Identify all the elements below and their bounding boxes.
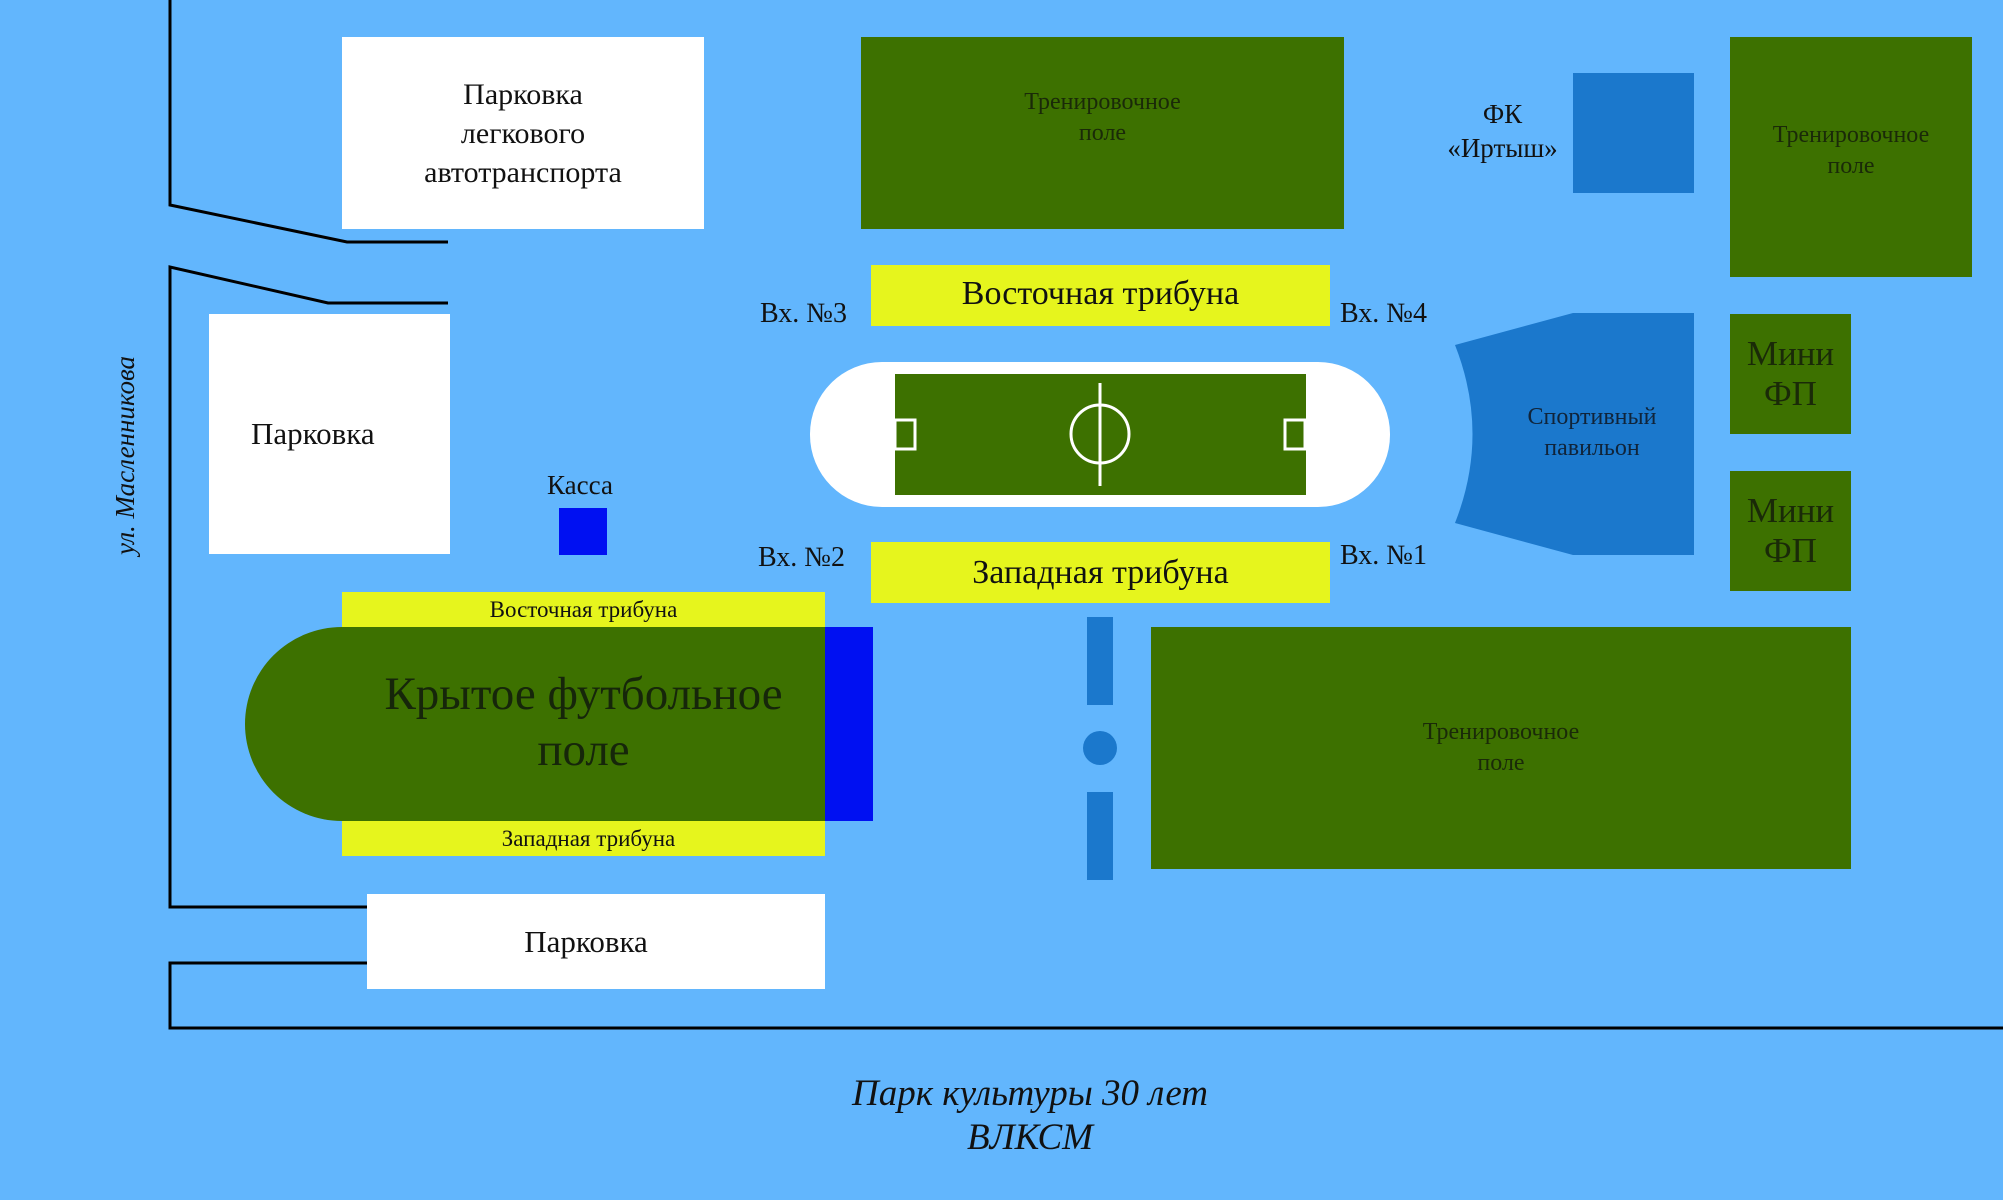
indoor-east-stand: Восточная трибуна bbox=[342, 592, 825, 627]
east-stand-main: Восточная трибуна bbox=[871, 265, 1330, 326]
training-field-right: Тренировочное поле bbox=[1730, 37, 1972, 277]
sport-pavilion-shape bbox=[1455, 313, 1694, 555]
indoor-west-stand: Западная трибуна bbox=[342, 821, 825, 856]
parking-bottom: Парковка bbox=[367, 894, 825, 989]
road-lines bbox=[168, 0, 2003, 1030]
walkway-dot bbox=[1083, 731, 1117, 765]
entrance-1[interactable]: Вх. №1 bbox=[1340, 540, 1428, 571]
cashier-building bbox=[559, 508, 607, 555]
entrance-4[interactable]: Вх. №4 bbox=[1340, 298, 1428, 329]
parking-cars: Парковка легкового автотранспорта bbox=[342, 37, 704, 229]
fc-irtysh-label: ФК «Иртыш» bbox=[1447, 99, 1558, 163]
indoor-field-label: Крытое футбольное поле bbox=[384, 668, 783, 777]
walkway-top bbox=[1087, 617, 1113, 705]
parking-middle: Парковка bbox=[209, 314, 450, 554]
cashier-label: Касса bbox=[547, 470, 613, 500]
field-markings bbox=[893, 383, 1307, 486]
mini-field-1: Мини ФП bbox=[1730, 314, 1851, 434]
mini-field-2: Мини ФП bbox=[1730, 471, 1851, 591]
walkway-bottom bbox=[1087, 792, 1113, 880]
training-field-bottom: Тренировочное поле bbox=[1151, 627, 1851, 869]
park-label: Парк культуры 30 лет ВЛКСМ bbox=[852, 1073, 1208, 1159]
indoor-field-shape bbox=[245, 627, 825, 821]
street-label: ул. Масленникова bbox=[109, 355, 140, 555]
entrance-2[interactable]: Вх. №2 bbox=[758, 542, 846, 573]
entrance-3[interactable]: Вх. №3 bbox=[760, 298, 848, 329]
indoor-field-entrance bbox=[825, 627, 873, 821]
fc-irtysh-building bbox=[1573, 73, 1694, 193]
training-field-top: Тренировочное поле bbox=[861, 37, 1344, 229]
sport-pavilion-label: Спортивный павильон bbox=[1527, 404, 1657, 462]
west-stand-main: Западная трибуна bbox=[871, 542, 1330, 603]
